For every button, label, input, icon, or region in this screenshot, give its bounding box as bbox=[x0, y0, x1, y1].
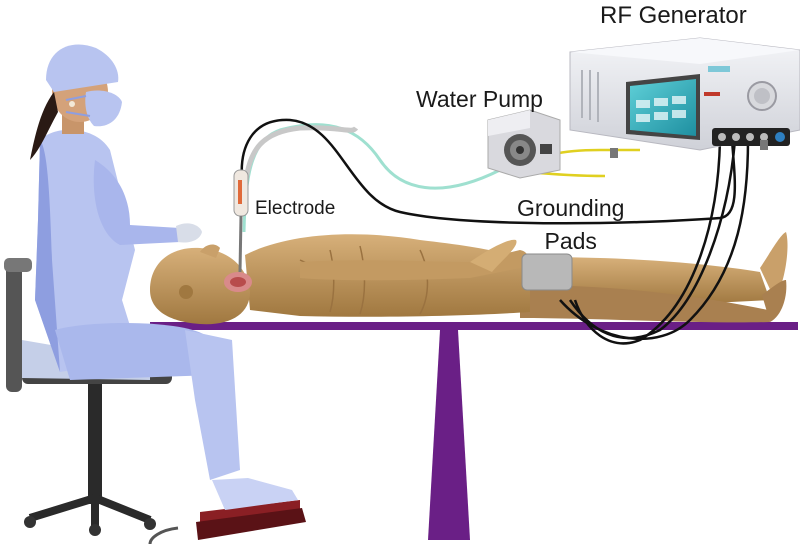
water-pump bbox=[487, 109, 561, 179]
grounding-pads-label-line1: Grounding bbox=[517, 195, 625, 221]
rf-generator bbox=[569, 37, 800, 158]
water-pump-label: Water Pump bbox=[416, 86, 543, 112]
rf-generator-label: RF Generator bbox=[600, 2, 747, 29]
grounding-pad bbox=[521, 253, 573, 291]
operating-table bbox=[150, 322, 798, 540]
electrode bbox=[233, 169, 249, 273]
patient bbox=[150, 232, 788, 325]
grounding-pads-label: Grounding Pads bbox=[517, 192, 624, 258]
surgeon bbox=[22, 44, 298, 510]
grounding-pads-label-line2: Pads bbox=[544, 228, 597, 254]
electrode-label: Electrode bbox=[255, 198, 336, 219]
foot-pedal bbox=[148, 500, 306, 545]
